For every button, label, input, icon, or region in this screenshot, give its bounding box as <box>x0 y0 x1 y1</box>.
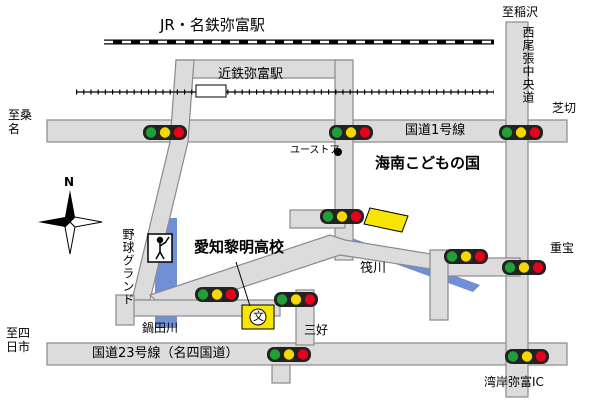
school-leader-line <box>235 261 251 307</box>
to-kuwana-label: 至桑名 <box>8 108 33 136</box>
ustore-label: ユーストア <box>290 145 340 156</box>
chikuma-label: 筏川 <box>360 261 387 276</box>
loop-lower-left <box>115 294 135 326</box>
signal-route1-center <box>329 125 373 140</box>
road-network <box>46 21 568 398</box>
high-school-label: 愛知黎明高校 <box>194 238 285 256</box>
shibakiri-label: 芝切 <box>552 101 577 115</box>
miyoshi-label: 三好 <box>304 323 329 337</box>
signal-route23-east <box>505 349 549 364</box>
nabeta-label: 鍋田川 <box>142 321 179 335</box>
kintetsu-station-building <box>195 84 227 98</box>
signal-miyoshi <box>274 292 318 307</box>
ustore-marker <box>334 148 342 156</box>
signal-chikuma-east <box>444 249 488 264</box>
route-1-label: 国道1号線 <box>405 123 466 138</box>
juho-label: 重宝 <box>550 241 575 255</box>
to-yokkaichi-label: 至四日市 <box>6 326 31 354</box>
north-label: N <box>64 175 75 189</box>
kainan-park-building <box>363 207 409 233</box>
compass-rose-icon <box>38 190 103 255</box>
baseball-label: 野球グランド <box>121 228 135 306</box>
signal-station-road <box>320 209 364 224</box>
route-23-label: 国道23号線（名四国道） <box>92 346 239 361</box>
kainan-label: 海南こどもの国 <box>375 154 481 172</box>
signal-route23-center <box>267 347 311 362</box>
school-mark <box>249 308 267 326</box>
kintetsu-station-label: 近鉄弥富駅 <box>218 67 284 82</box>
signal-juho <box>502 260 546 275</box>
signal-baseball-road <box>195 287 239 302</box>
chikuma-side-road <box>429 249 449 321</box>
nishibi-road-label: 西尾張中央道 <box>521 26 535 104</box>
to-inazawa-label: 至稲沢 <box>502 5 539 19</box>
batter-icon <box>155 236 170 260</box>
school-symbol-label: 文 <box>253 310 264 323</box>
route-1-road <box>46 119 568 143</box>
wangan-ic-label: 湾岸弥富IC <box>484 375 544 389</box>
signal-route1-west <box>143 125 187 140</box>
nishibi-road <box>505 21 529 398</box>
jr-station-label: JR・名鉄弥富駅 <box>160 16 265 34</box>
traffic-signals <box>143 125 549 364</box>
southwest-stub <box>271 364 291 384</box>
signal-route1-east <box>499 125 543 140</box>
